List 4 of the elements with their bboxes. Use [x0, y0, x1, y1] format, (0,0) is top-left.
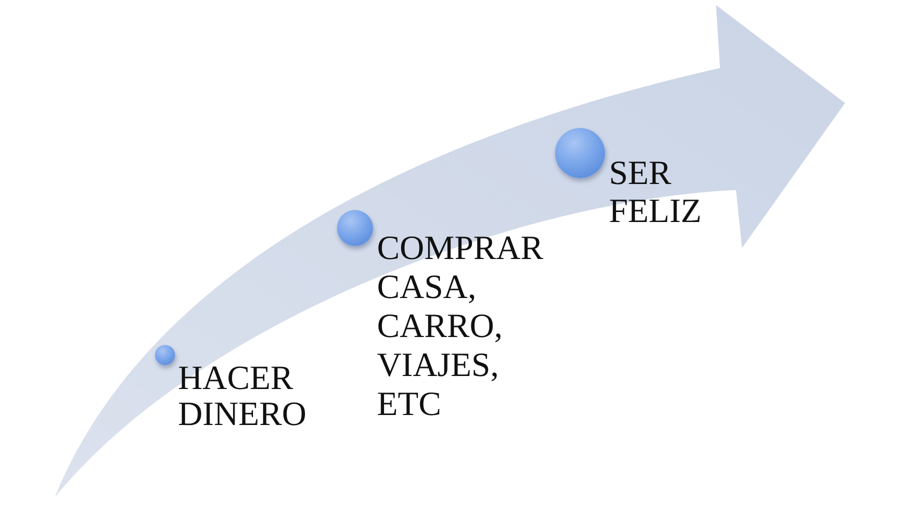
step-label: COMPRAR CASA, CARRO, VIAJES, ETC: [377, 229, 544, 424]
step-label: HACER DINERO: [178, 361, 306, 433]
step-label: SER FELIZ: [609, 155, 702, 231]
curved-arrow: [55, 5, 845, 497]
